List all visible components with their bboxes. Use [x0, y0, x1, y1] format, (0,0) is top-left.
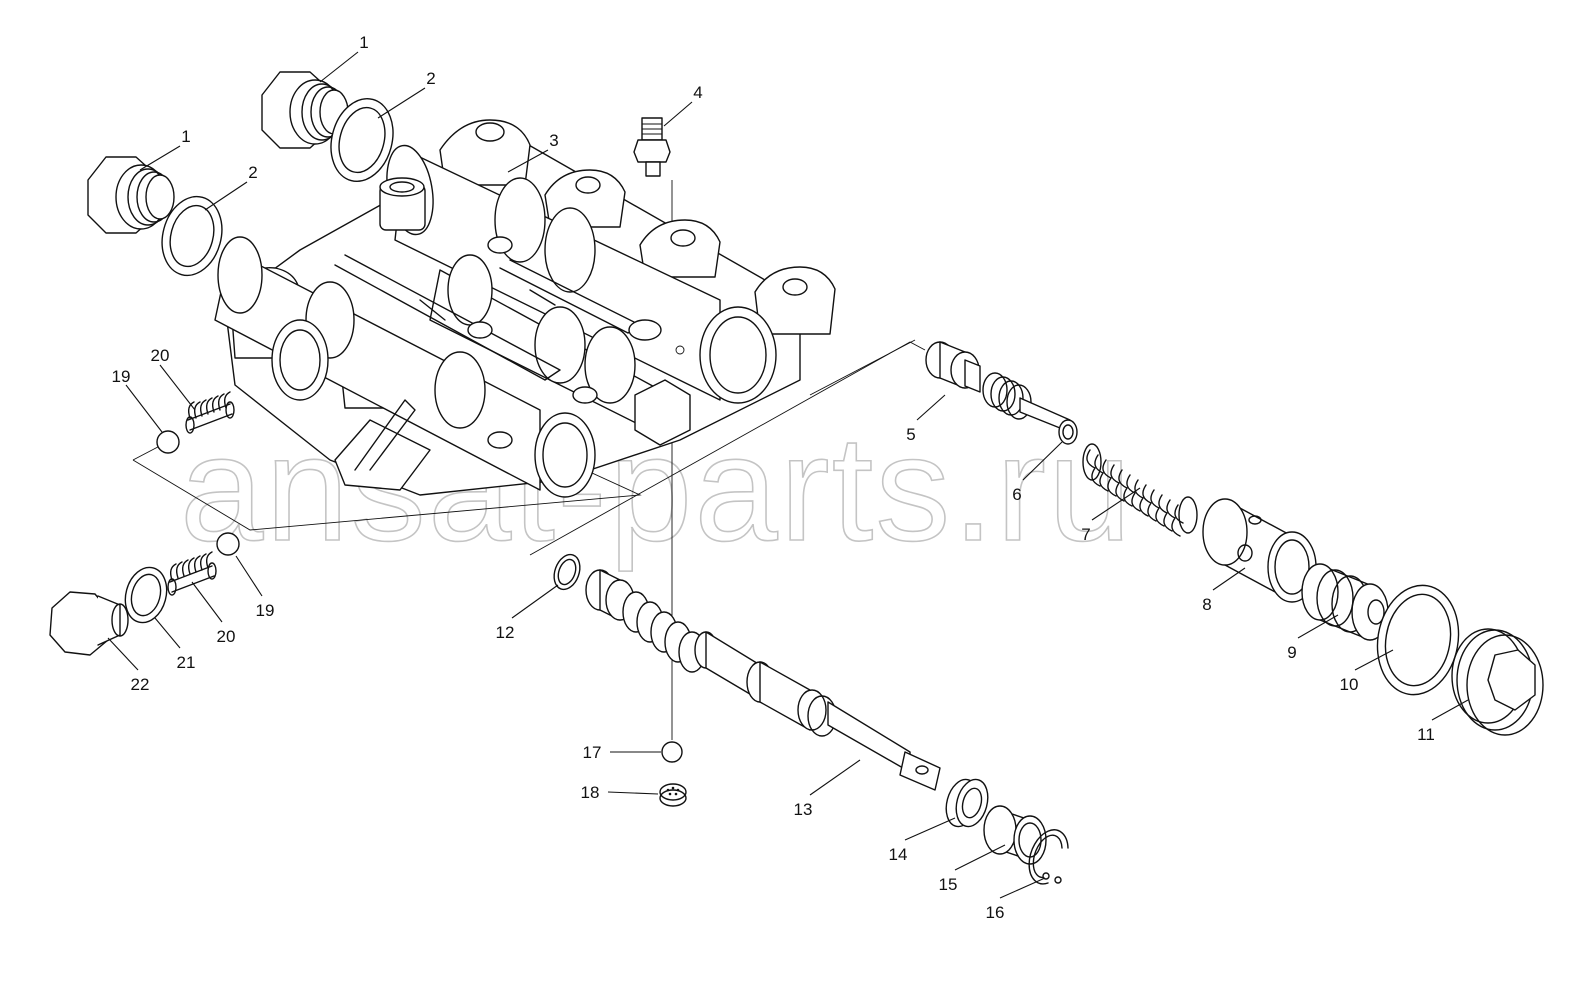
valve-body-housing: [214, 119, 836, 498]
callout-20-lower: 20: [217, 627, 236, 646]
callout-1-lower: 1: [181, 127, 190, 146]
ball-17: [661, 741, 683, 763]
callout-4: 4: [693, 83, 702, 102]
washer-10: [1376, 584, 1460, 696]
callout-15: 15: [939, 875, 958, 894]
spring-20-upper: [185, 391, 235, 434]
plug-1-lower: [87, 156, 175, 234]
retaining-ring-16: [1028, 829, 1069, 885]
callout-11: 11: [1417, 725, 1435, 744]
o-ring-12: [553, 553, 581, 591]
leader-lines: [107, 51, 1469, 899]
callout-1-upper: 1: [359, 33, 368, 52]
bushing-15: [983, 805, 1047, 865]
fitting-4: [633, 117, 671, 177]
plug-22: [49, 591, 129, 656]
filter-18: [659, 783, 687, 807]
clip-6: [1058, 419, 1078, 445]
callout-labels: 1 2 1 2 3 4 5 6 7 8 9 10 11 12 13 14 15 …: [112, 33, 1435, 922]
callout-9: 9: [1287, 643, 1296, 662]
callout-19-upper: 19: [112, 367, 131, 386]
callout-13: 13: [794, 800, 813, 819]
seal-14: [945, 778, 989, 828]
plug-11: [1451, 628, 1544, 736]
callout-2-upper: 2: [426, 69, 435, 88]
callout-2-lower: 2: [248, 163, 257, 182]
callout-16: 16: [986, 903, 1005, 922]
spring-7: [1082, 443, 1198, 537]
callout-7: 7: [1081, 525, 1090, 544]
spool-13: [585, 569, 941, 791]
washer-2-upper: [330, 97, 394, 183]
callout-17: 17: [583, 743, 602, 762]
callout-10: 10: [1340, 675, 1359, 694]
washer-21: [124, 566, 168, 624]
callout-3: 3: [549, 131, 558, 150]
callout-14: 14: [889, 845, 908, 864]
ball-19-upper: [156, 430, 180, 454]
washer-2-lower: [161, 195, 223, 277]
callout-21: 21: [177, 653, 196, 672]
callout-12: 12: [496, 623, 515, 642]
piston-9: [1301, 563, 1389, 641]
sleeve-8: [1202, 498, 1317, 603]
callout-19-lower: 19: [256, 601, 275, 620]
callout-5: 5: [906, 425, 915, 444]
callout-6: 6: [1012, 485, 1021, 504]
callout-20-upper: 20: [151, 346, 170, 365]
callout-18: 18: [581, 783, 600, 802]
piston-5: [925, 341, 981, 393]
callout-8: 8: [1202, 595, 1211, 614]
ball-19-lower: [216, 532, 240, 556]
callout-22: 22: [131, 675, 150, 694]
